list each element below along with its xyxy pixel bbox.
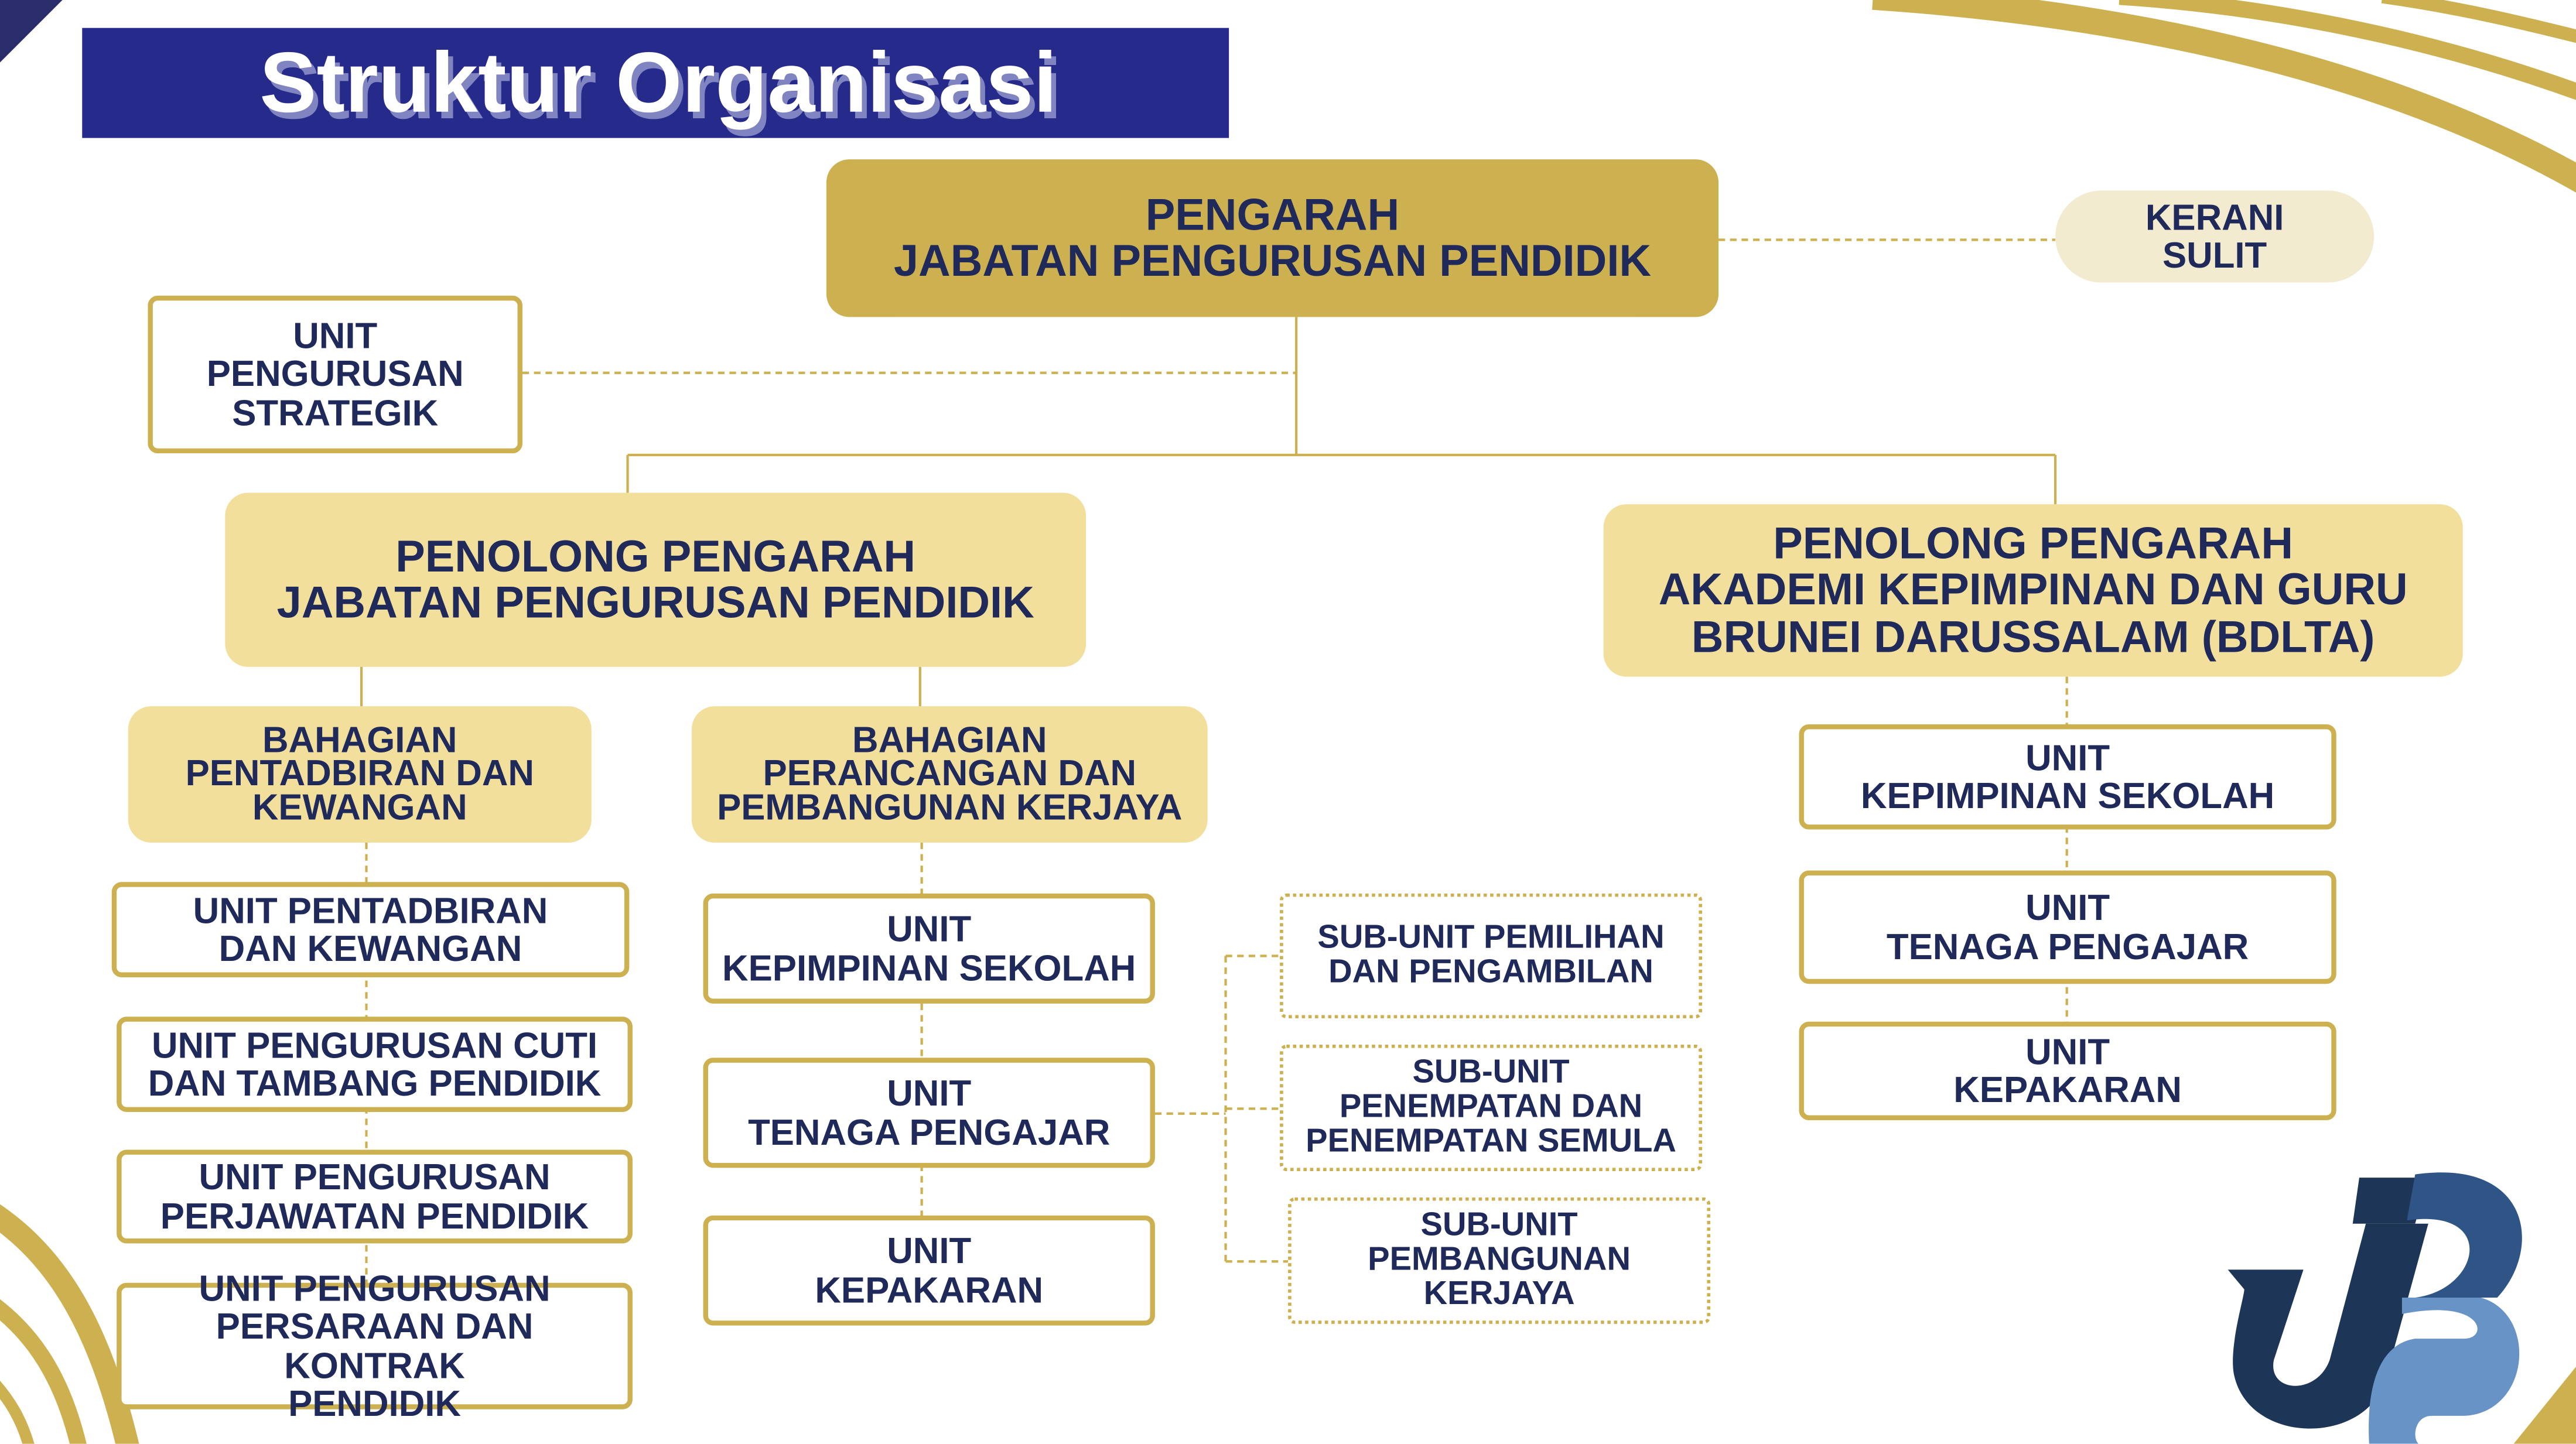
division-admin-finance-box: BAHAGIAN PENTADBIRAN DAN KEWANGAN [128,706,592,843]
sub-unit-box: SUB-UNIT PEMBANGUNAN KERJAYA [1288,1197,1711,1324]
admin-unit-box: UNIT PENGURUSAN CUTI DAN TAMBANG PENDIDI… [117,1017,633,1112]
bdlta-unit-box: UNIT KEPAKARAN [1799,1021,2336,1121]
corner-triangle-gold [2513,1367,2576,1444]
deputy-director-left-box: PENOLONG PENGARAH JABATAN PENGURUSAN PEN… [225,492,1087,667]
planning-unit-box: UNIT KEPIMPINAN SEKOLAH [703,893,1155,1004]
deputy-director-bdlta-box: PENOLONG PENGARAH AKADEMI KEPIMPINAN DAN… [1603,504,2463,677]
admin-unit-box: UNIT PENGURUSAN PERJAWATAN PENDIDIK [117,1149,633,1244]
gold-swoosh-top-right [1872,0,2576,193]
kerani-sulit-box: KERANI SULIT [2055,190,2375,283]
planning-unit-box: UNIT TENAGA PENGAJAR [703,1058,1155,1168]
title-banner: Struktur Organisasi [82,28,1229,138]
director-box: PENGARAH JABATAN PENGURUSAN PENDIDIK [826,159,1719,317]
sub-unit-box: SUB-UNIT PEMILIHAN DAN PENGAMBILAN [1280,893,1702,1019]
page-title: Struktur Organisasi [259,36,1057,132]
up-logo [2227,1172,2522,1444]
sub-unit-box: SUB-UNIT PENEMPATAN DAN PENEMPATAN SEMUL… [1280,1044,1702,1171]
corner-triangle [0,0,63,63]
admin-unit-box: UNIT PENGURUSAN PERSARAAN DAN KONTRAK PE… [117,1270,633,1422]
strategic-unit-box: UNIT PENGURUSAN STRATEGIK [148,295,522,454]
planning-unit-box: UNIT KEPAKARAN [703,1215,1155,1326]
admin-unit-box: UNIT PENTADBIRAN DAN KEWANGAN [111,882,630,977]
bdlta-unit-box: UNIT KEPIMPINAN SEKOLAH [1799,724,2336,830]
division-career-planning-box: BAHAGIAN PERANCANGAN DAN PEMBANGUNAN KER… [691,706,1208,843]
bdlta-unit-box: UNIT TENAGA PENGAJAR [1799,870,2336,984]
gold-swoosh-bottom-left [0,1204,139,1444]
